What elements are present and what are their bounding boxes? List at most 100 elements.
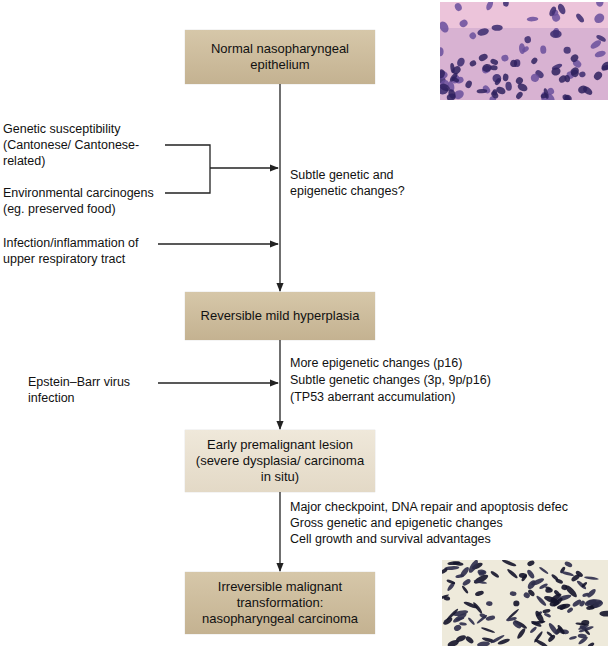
stage-text: Irreversible malignant transformation: n…: [195, 579, 365, 628]
factor-arrow: [210, 167, 278, 168]
cell-nucleus: [490, 634, 505, 644]
stage-box: Irreversible malignant transformation: n…: [185, 572, 375, 634]
cell-nucleus: [506, 568, 518, 579]
cell-nucleus: [486, 601, 493, 606]
cell-nucleus: [510, 591, 517, 596]
cell-nucleus: [557, 624, 566, 635]
cell-nucleus: [545, 586, 552, 591]
cell-nucleus: [564, 74, 571, 82]
histology-image: [440, 2, 608, 100]
cell-nucleus: [461, 585, 469, 594]
cell-nucleus: [490, 570, 500, 579]
cell-nucleus: [440, 68, 446, 80]
progression-arrow: [279, 340, 280, 429]
cell-nucleus: [442, 567, 448, 574]
cell-nucleus: [469, 59, 478, 67]
cell-nucleus: [569, 53, 580, 64]
cell-nucleus: [561, 93, 571, 100]
cell-nucleus: [473, 573, 490, 585]
cell-nucleus: [509, 59, 518, 68]
histology-image: [442, 560, 608, 646]
cell-nucleus: [549, 600, 560, 608]
cell-nucleus: [516, 627, 527, 640]
cell-nucleus: [586, 588, 597, 599]
cell-nucleus: [482, 63, 493, 73]
cell-nucleus: [481, 626, 496, 633]
cell-nucleus: [459, 622, 467, 626]
cell-nucleus: [540, 45, 547, 54]
cell-nucleus: [467, 617, 475, 626]
cell-nucleus: [564, 560, 573, 568]
cell-nucleus: [458, 18, 469, 28]
cell-nucleus: [440, 47, 444, 56]
cell-nucleus: [539, 566, 549, 575]
cell-nucleus: [576, 579, 587, 590]
cell-nucleus: [526, 569, 536, 580]
cell-nucleus: [600, 60, 608, 72]
annotation-text: More epigenetic changes (p16): [290, 356, 462, 372]
annotation-text: Epstein–Barr virus infection: [28, 375, 152, 407]
cell-nucleus: [506, 616, 517, 622]
cell-nucleus: [553, 589, 561, 597]
tissue-ground: [442, 560, 608, 646]
cell-nucleus: [490, 58, 499, 66]
cell-nucleus: [453, 561, 464, 566]
cell-nucleus: [551, 573, 559, 581]
cell-nucleus: [569, 635, 578, 640]
cell-nucleus: [521, 574, 528, 582]
cell-nucleus: [468, 31, 477, 40]
cell-nucleus: [464, 80, 473, 90]
cell-nucleus: [569, 66, 580, 76]
annotation-text: (TP53 aberrant accumulation): [290, 390, 455, 406]
cell-nucleus: [516, 82, 528, 93]
cell-nucleus: [556, 603, 570, 611]
cell-nucleus: [530, 56, 539, 65]
cell-nucleus: [501, 54, 510, 62]
cell-nucleus: [596, 2, 604, 7]
cell-nucleus: [534, 610, 546, 625]
cell-nucleus: [563, 47, 570, 54]
cell-nucleus: [546, 631, 554, 638]
cell-nucleus: [473, 579, 487, 584]
cell-nucleus: [453, 624, 462, 632]
cell-nucleus: [542, 608, 551, 613]
cell-nucleus: [505, 82, 512, 92]
cell-nucleus: [527, 560, 536, 567]
cell-nucleus: [592, 12, 606, 25]
cell-nucleus: [587, 642, 595, 646]
annotation-text: Cell growth and survival advantages: [290, 532, 491, 548]
progression-arrow: [279, 492, 280, 571]
cell-nucleus: [584, 598, 598, 607]
factor-arrow: [158, 382, 278, 383]
cell-nucleus: [529, 72, 540, 83]
cell-nucleus: [477, 27, 490, 37]
cell-nucleus: [492, 25, 503, 31]
cell-nucleus: [550, 30, 562, 38]
cell-nucleus: [526, 579, 537, 591]
cell-nucleus: [595, 34, 606, 43]
cell-nucleus: [451, 64, 463, 75]
annotation-text: Genetic susceptibility (Cantonese/ Canto…: [3, 122, 153, 170]
cell-nucleus: [446, 579, 456, 585]
cell-nucleus: [543, 612, 551, 618]
cell-nucleus: [548, 6, 557, 18]
annotation-text: Infection/inflammation of upper respirat…: [3, 236, 151, 268]
bracket: [165, 145, 210, 193]
cell-nucleus: [529, 626, 537, 634]
cell-nucleus: [462, 578, 472, 587]
tissue-ground: [440, 2, 608, 100]
cell-nucleus: [446, 92, 457, 100]
cell-nucleus: [442, 616, 454, 626]
cell-nucleus: [550, 66, 561, 76]
cell-nucleus: [494, 77, 502, 86]
cell-nucleus: [519, 43, 526, 54]
cell-nucleus: [533, 631, 544, 644]
annotation-text: Major checkpoint, DNA repair and apoptos…: [290, 500, 568, 516]
annotation-text: Subtle genetic and epigenetic changes?: [290, 168, 440, 200]
cell-nucleus: [515, 91, 524, 100]
cell-nucleus: [476, 89, 487, 94]
cell-nucleus: [446, 608, 459, 621]
stage-text: Reversible mild hyperplasia: [201, 308, 360, 324]
cell-nucleus: [527, 16, 539, 21]
stage-box: Early premalignant lesion (severe dyspla…: [185, 430, 375, 492]
